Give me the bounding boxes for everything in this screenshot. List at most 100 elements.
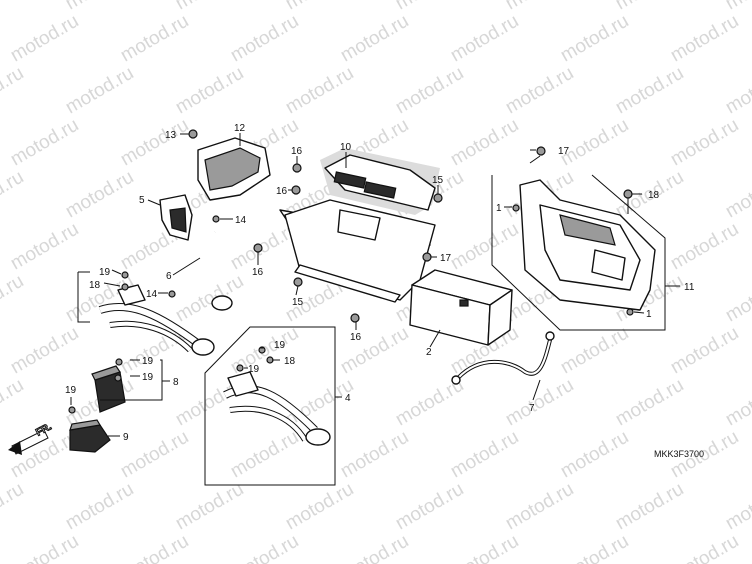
callout-11: 11 [684,282,695,293]
callout-16b: 16 [276,186,288,197]
callout-8: 8 [173,377,179,388]
callout-6: 6 [166,271,172,282]
watermark-text: motod.ru [117,115,192,171]
watermark-text: motod.ru [337,323,412,379]
callout-5: 5 [139,195,145,206]
callout-19a: 19 [99,267,111,278]
watermark-text: motod.ru [337,427,412,483]
callout-19d: 19 [65,385,77,396]
cable-part-7 [451,331,555,385]
watermark-text: motod.ru [227,11,302,67]
callout-15c: 16 [350,332,362,343]
watermark-text: motod.ru [7,115,82,171]
watermark-text: motod.ru [612,479,687,535]
callout-14a: 14 [235,215,247,226]
watermark-text: motod.ru [7,11,82,67]
callout-17a: 17 [558,146,570,157]
front-direction-arrow: FR. [8,421,54,455]
relay-part-8 [91,365,126,413]
watermark-text: motod.ru [447,115,522,171]
watermark-text: motod.ru [282,479,357,535]
watermark-text: motod.ru [447,219,522,275]
callout-18a: 18 [89,280,101,291]
callout-17b: 18 [648,190,660,201]
callout-13: 13 [165,130,177,141]
watermark-text: motod.ru [7,323,82,379]
battery-tray-part-10 [279,148,440,303]
callout-19f: 19 [248,364,260,375]
fasteners [68,129,634,414]
watermark-text: motod.ru [172,0,247,14]
callout-19e: 19 [274,340,286,351]
callout-1a: 1 [496,203,502,214]
watermark-text: motod.ru [337,531,412,564]
watermark-text: motod.ru [722,375,752,431]
watermark-text: motod.ru [0,0,27,14]
holder-part-11 [519,179,656,311]
watermark-text: motod.ru [172,63,247,119]
group-box-part-11 [491,174,666,331]
callout-4: 4 [345,393,351,404]
watermark-text: motod.ru [557,323,632,379]
watermark-text: motod.ru [557,11,632,67]
watermark-text: motod.ru [117,11,192,67]
watermark-text: motod.ru [667,115,742,171]
watermark-text: motod.ru [337,11,412,67]
watermark-text: motod.ru [392,63,467,119]
watermark-text: motod.ru [722,0,752,14]
callout-19c: 19 [142,372,154,383]
callout-7: 7 [529,403,535,414]
watermark-text: motod.ru [7,531,82,564]
callout-15a: 15 [432,175,444,186]
watermark-text: motod.ru [172,271,247,327]
watermark-text: motod.ru [447,531,522,564]
watermark-text: motod.ru [62,479,137,535]
cover-part-12 [197,137,271,201]
callout-10: 10 [340,142,352,153]
watermark-text: motod.ru [667,323,742,379]
watermark-text: motod.ru [62,167,137,223]
watermark-text: motod.ru [227,427,302,483]
callout-16c: 16 [252,267,264,278]
callout-19b: 19 [142,356,154,367]
watermark-text: motod.ru [557,427,632,483]
callout-2: 2 [426,347,432,358]
callout-15b: 15 [292,297,304,308]
watermark-text: motod.ru [172,479,247,535]
harness-part-4 [223,371,331,446]
watermark-text: motod.ru [447,11,522,67]
group-box-left [77,272,90,323]
watermark-text: motod.ru [667,11,742,67]
callout-16d: 17 [440,253,452,264]
watermark-text: motod.ru [0,167,27,223]
watermark-text: motod.ru [0,375,27,431]
watermark-text: motod.ru [722,271,752,327]
watermark-text: motod.ru [502,63,577,119]
watermark-text: motod.ru [282,63,357,119]
battery-part-2 [409,269,513,346]
watermark-text: motod.ru [502,0,577,14]
watermark-text: motod.ru [62,0,137,14]
watermark-text: motod.ru [502,479,577,535]
callout-16a: 16 [291,146,303,157]
bracket-part-5 [159,194,193,241]
watermark-text: motod.ru [722,63,752,119]
leader-lines [70,133,680,437]
watermark-text: motod.ru [612,63,687,119]
watermark-text: motod.ru [557,531,632,564]
watermark-text: motod.ru [667,219,742,275]
harness-left [98,284,215,356]
watermark-text: motod.ru [667,531,742,564]
watermark-text: motod.ru [0,271,27,327]
watermark-text: motod.ru [0,63,27,119]
callout-14b: 14 [146,289,158,300]
watermark-text: motod.ru [117,531,192,564]
callout-1b: 1 [646,309,652,320]
cap-part-9 [69,419,111,453]
watermark-text: motod.ru [722,167,752,223]
callout-12: 12 [234,123,246,134]
callout-labels: 13 12 16 16 10 15 5 14 6 16 15 17 16 2 1… [65,123,695,443]
watermark-text: motod.ru [502,375,577,431]
watermark-text: motod.ru [0,479,27,535]
